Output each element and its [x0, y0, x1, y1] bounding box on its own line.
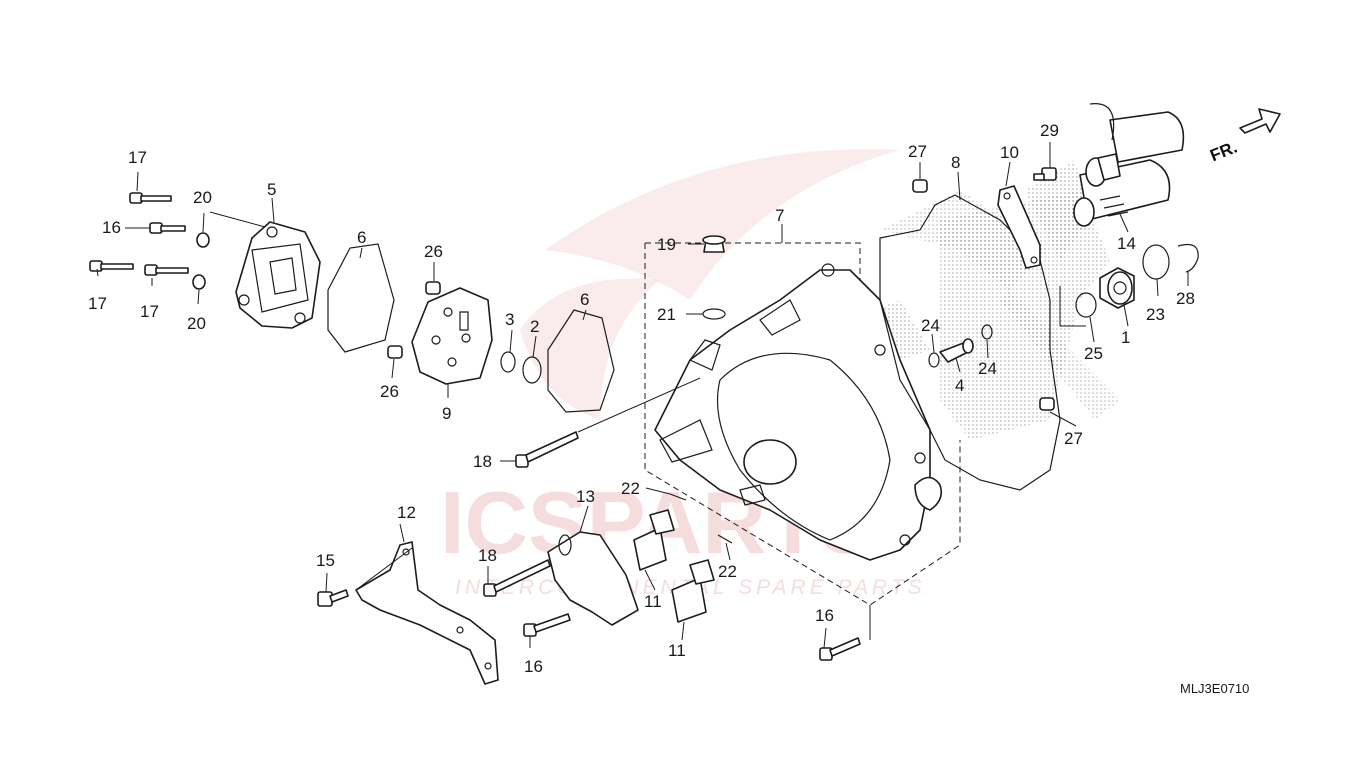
callout-8: 8 [951, 153, 960, 172]
plug-19-washer-21 [702, 235, 726, 320]
callout-25: 25 [1084, 344, 1103, 363]
callout-17: 17 [88, 294, 107, 313]
callout-22: 22 [621, 479, 640, 498]
part-7-crankcase-cover [654, 263, 943, 561]
callout-5: 5 [267, 180, 276, 199]
callout-6: 6 [580, 290, 589, 309]
callout-26: 26 [424, 242, 443, 261]
callout-4: 4 [955, 376, 964, 395]
callout-16: 16 [815, 606, 834, 625]
bolt-29 [1033, 167, 1057, 181]
part-14-solenoid [1073, 103, 1185, 227]
callout-27: 27 [908, 142, 927, 161]
callout-3: 3 [505, 310, 514, 329]
callout-16: 16 [524, 657, 543, 676]
callout-13: 13 [576, 487, 595, 506]
callouts: 17 20 16 17 17 20 5 6 26 26 9 3 2 6 19 2… [88, 121, 1195, 676]
part-11-switches [633, 509, 715, 623]
callout-11: 11 [644, 592, 662, 611]
part-10-bracket [997, 185, 1041, 269]
bolts-18 [483, 431, 579, 597]
callout-9: 9 [442, 404, 451, 423]
callout-23: 23 [1146, 305, 1165, 324]
callout-20: 20 [187, 314, 206, 333]
callout-22: 22 [718, 562, 737, 581]
callout-2: 2 [530, 317, 539, 336]
part-8-gasket [879, 194, 1061, 491]
callout-24: 24 [921, 316, 940, 335]
front-direction-arrow: FR. [1207, 108, 1281, 165]
part-6-gaskets [327, 243, 615, 413]
part-9-plate [411, 287, 493, 385]
o-rings-2-3 [500, 351, 542, 384]
part-13-guard [547, 531, 639, 626]
direction-label: FR. [1207, 137, 1240, 165]
diagram-code: MLJ3E0710 [1180, 681, 1249, 696]
callout-18: 18 [473, 452, 492, 471]
callout-14: 14 [1117, 234, 1136, 253]
part-5-cover [235, 221, 321, 329]
dowels-26 [387, 281, 441, 359]
callout-1: 1 [1121, 328, 1130, 347]
callout-18: 18 [478, 546, 497, 565]
bolt-15 [317, 589, 349, 607]
callout-24: 24 [978, 359, 997, 378]
leader-lines [96, 142, 1189, 649]
part-12-bracket [355, 541, 499, 685]
callout-17: 17 [128, 148, 147, 167]
callout-29: 29 [1040, 121, 1059, 140]
callout-26: 26 [380, 382, 399, 401]
callout-19: 19 [657, 235, 676, 254]
callout-12: 12 [397, 503, 416, 522]
callout-10: 10 [1000, 143, 1019, 162]
part-4-pin [928, 324, 993, 368]
callout-16: 16 [102, 218, 121, 237]
callout-27: 27 [1064, 429, 1083, 448]
callout-17: 17 [140, 302, 159, 321]
callout-7: 7 [775, 206, 784, 225]
pins-22 [669, 493, 733, 544]
callout-21: 21 [657, 305, 676, 324]
callout-20: 20 [193, 188, 212, 207]
callout-15: 15 [316, 551, 335, 570]
bolts-16 [523, 613, 861, 661]
callout-11: 11 [668, 641, 686, 660]
callout-28: 28 [1176, 289, 1195, 308]
part-1-and-rings [1075, 243, 1199, 318]
bolts-left [89, 192, 210, 290]
callout-6: 6 [357, 228, 366, 247]
